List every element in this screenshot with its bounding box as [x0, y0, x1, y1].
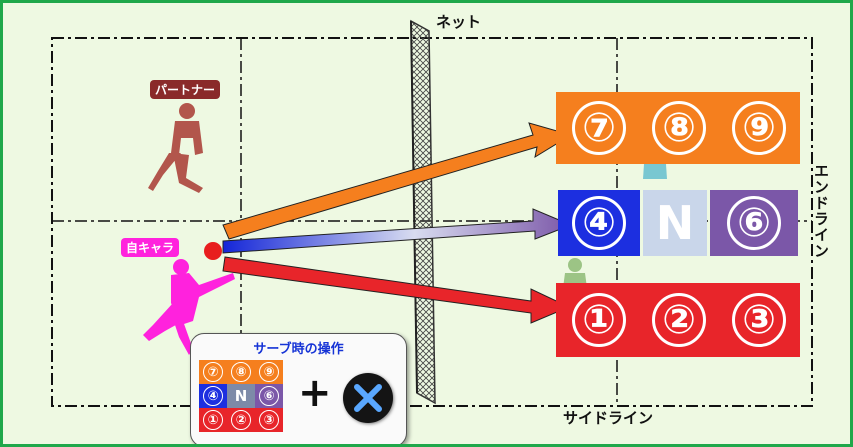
partner-silhouette — [148, 103, 203, 193]
zone-4: ④ — [558, 190, 640, 256]
partner-tag: パートナー — [150, 80, 221, 99]
mini-7: ⑦ — [199, 360, 227, 384]
end-line-label: エンドライン — [812, 163, 830, 259]
court-drawing — [51, 19, 813, 407]
mini-9: ⑨ — [255, 360, 283, 384]
ball — [204, 242, 222, 260]
zone-n: N — [643, 190, 707, 256]
zone-9: ⑨ — [723, 92, 795, 164]
mini-n: N — [227, 384, 255, 408]
plus-sign: + — [298, 370, 332, 416]
zone-8: ⑧ — [643, 92, 715, 164]
self-silhouette — [143, 259, 235, 355]
side-line-label: サイドライン — [563, 409, 654, 427]
zone-7: ⑦ — [563, 92, 635, 164]
dpad-grid: ⑦ ⑧ ⑨ ④ N ⑥ ① ② ③ — [199, 360, 283, 432]
mini-4: ④ — [199, 384, 227, 408]
arrow-to-top — [222, 122, 573, 240]
zone-6: ⑥ — [710, 190, 798, 256]
arrow-to-bottom — [222, 256, 571, 324]
mini-3: ③ — [255, 408, 283, 432]
court-boundary — [51, 37, 813, 407]
mini-8: ⑧ — [227, 360, 255, 384]
x-button-icon — [343, 373, 393, 423]
mini-1: ① — [199, 408, 227, 432]
net-label: ネット — [436, 13, 482, 31]
self-tag: 自キャラ — [121, 238, 180, 257]
zone-1: ① — [563, 284, 635, 356]
zone-3: ③ — [723, 284, 795, 356]
mini-2: ② — [227, 408, 255, 432]
mini-6: ⑥ — [255, 384, 283, 408]
arrow-to-middle — [222, 208, 573, 254]
panel-title: サーブ時の操作 — [253, 342, 344, 357]
zone-2: ② — [643, 284, 715, 356]
